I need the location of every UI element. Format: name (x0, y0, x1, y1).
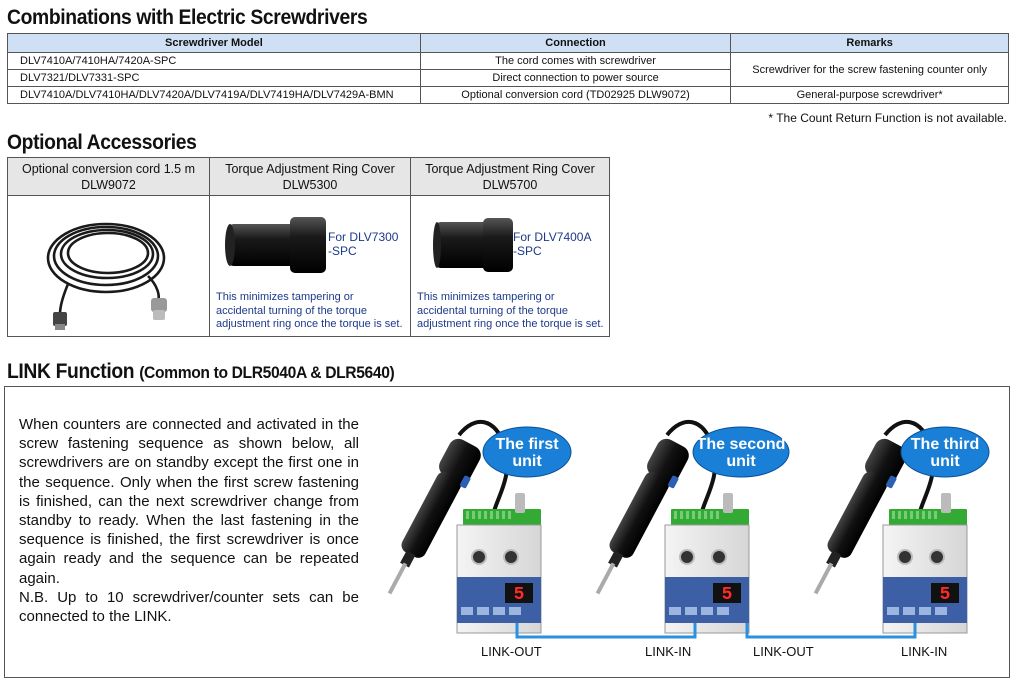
accessory-name: Torque Adjustment Ring Cover (425, 162, 595, 176)
cable-icon (46, 222, 167, 330)
accessory-code: DLW9072 (81, 178, 136, 192)
model-cell: DLV7321/DLV7331-SPC (7, 69, 421, 87)
remarks-cell: Screwdriver for the screw fastening coun… (730, 52, 1009, 87)
link-title-main: LINK Function (7, 360, 135, 383)
accessory-name: Optional conversion cord 1.5 m (21, 162, 195, 176)
ring-cover-icon (225, 217, 326, 273)
accessory-image: For DLV7400A -SPC This minimizes tamperi… (411, 196, 609, 335)
unit-bubble-1: The first unit (482, 426, 572, 478)
unit-bubble-3: The third unit (900, 426, 990, 478)
accessory-name: Torque Adjustment Ring Cover (225, 162, 395, 176)
accessory-header: Optional conversion cord 1.5 m DLW9072 (8, 158, 209, 196)
combinations-table: Screwdriver Model Connection Remarks DLV… (7, 33, 1009, 104)
accessory-image: For DLV7300 -SPC This minimizes tamperin… (210, 196, 410, 335)
accessory-description: This minimizes tampering or accidental t… (216, 291, 403, 330)
link-description: When counters are connected and activate… (19, 415, 359, 626)
accessory-cell-dlw5300: Torque Adjustment Ring Cover DLW5300 For… (209, 158, 410, 336)
column-header: Connection (419, 33, 732, 53)
svg-text:The third: The third (911, 436, 979, 453)
svg-text:unit: unit (512, 453, 542, 470)
remarks-cell: General-purpose screwdriver* (730, 86, 1009, 104)
ring-cover-icon (433, 218, 513, 272)
link-cable-1-2 (515, 623, 697, 639)
connector-label: LINK-IN (645, 644, 692, 659)
connector-label: LINK-OUT (481, 644, 542, 659)
accessories-title: Optional Accessories (7, 131, 197, 154)
compatible-model-label: For DLV7400A -SPC (513, 230, 592, 258)
footnote: * The Count Return Function is not avail… (768, 111, 1007, 125)
connector-label: LINK-OUT (753, 644, 814, 659)
accessory-cell-cord: Optional conversion cord 1.5 m DLW9072 (8, 158, 209, 336)
accessories-table: Optional conversion cord 1.5 m DLW9072 (7, 157, 610, 337)
display-digit: 5 (514, 585, 525, 605)
link-note: N.B. Up to 10 screwdriver/counter sets c… (19, 588, 359, 626)
accessory-image (8, 196, 209, 335)
connector-label: LINK-IN (901, 644, 948, 659)
link-title: LINK Function (Common to DLR5040A & DLR5… (7, 360, 395, 384)
accessory-code: DLW5700 (482, 178, 538, 192)
model-cell: DLV7410A/7410HA/7420A-SPC (7, 52, 421, 70)
svg-text:unit: unit (726, 453, 756, 470)
link-paragraph: When counters are connected and activate… (19, 416, 359, 587)
combinations-title: Combinations with Electric Screwdrivers (7, 6, 368, 29)
svg-text:The second: The second (697, 436, 786, 453)
link-section: When counters are connected and activate… (4, 386, 1010, 678)
link-title-sub: (Common to DLR5040A & DLR5640) (139, 363, 395, 382)
compatible-model-label: For DLV7300 -SPC (328, 230, 399, 258)
connection-cell: The cord comes with screwdriver (419, 52, 732, 70)
display-digit: 5 (940, 585, 951, 605)
accessory-header: Torque Adjustment Ring Cover DLW5700 (411, 158, 609, 196)
connection-cell: Direct connection to power source (419, 69, 732, 87)
accessory-header: Torque Adjustment Ring Cover DLW5300 (210, 158, 410, 196)
connection-cell: Optional conversion cord (TD02925 DLW907… (419, 86, 732, 104)
model-cell: DLV7410A/DLV7410HA/DLV7420A/DLV7419A/DLV… (7, 86, 421, 104)
table-row: DLV7410A/7410HA/7420A-SPC The cord comes… (7, 52, 1009, 87)
column-header: Remarks (730, 33, 1009, 53)
link-cable-2-3 (745, 623, 917, 639)
table-header-row: Screwdriver Model Connection Remarks (7, 33, 1009, 53)
column-header: Screwdriver Model (7, 33, 421, 53)
svg-text:The first: The first (495, 436, 559, 453)
display-digit: 5 (722, 585, 733, 605)
link-diagram: 5 5 5 The first unit The second unit The… (372, 419, 990, 639)
svg-text:unit: unit (930, 453, 960, 470)
accessory-description: This minimizes tampering or accidental t… (417, 291, 604, 330)
unit-bubble-2: The second unit (692, 426, 790, 478)
accessory-cell-dlw5700: Torque Adjustment Ring Cover DLW5700 For… (410, 158, 609, 336)
accessory-code: DLW5300 (282, 178, 338, 192)
table-row: DLV7410A/DLV7410HA/DLV7420A/DLV7419A/DLV… (7, 86, 1009, 104)
